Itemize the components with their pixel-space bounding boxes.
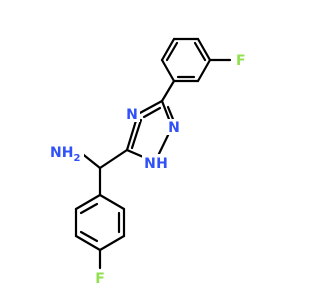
fluorophenyl-ring-top [160, 37, 232, 83]
amine-nh: NH [50, 145, 73, 161]
bond-inner [79, 202, 99, 215]
fluorophenyl-ring-bottom [74, 193, 126, 270]
bond-double [130, 118, 143, 150]
molecule-structure: N N N H NH2 F F [46, 37, 246, 287]
bond [98, 193, 126, 211]
bond-inner [193, 41, 207, 62]
bond-triazole-ch [98, 148, 129, 170]
molecule-canvas: N N N H NH2 F F [46, 37, 246, 287]
bond [160, 37, 176, 62]
bond [74, 234, 102, 252]
bond-double [142, 106, 162, 119]
atom-amine: NH2 [50, 145, 80, 164]
label-bg [166, 119, 182, 135]
label-bg [46, 143, 84, 163]
atom-fluorine-top: F [236, 53, 246, 69]
bond [160, 58, 176, 83]
bond-inner [165, 41, 179, 62]
bond-inner [79, 230, 99, 243]
bond [196, 58, 212, 83]
bond [136, 99, 164, 116]
label-bg [142, 154, 170, 172]
atom-n-h-hydrogen: H [156, 156, 168, 172]
bond [196, 37, 212, 62]
atom-fluorine-bottom: F [95, 271, 105, 287]
bond-aryl-triazole [160, 79, 176, 103]
label-bg [124, 106, 140, 122]
bond [74, 193, 102, 211]
atom-n-h-nitrogen: N [144, 156, 156, 172]
atom-n-right: N [168, 120, 180, 136]
bond [98, 234, 126, 252]
atom-n-top: N [126, 107, 138, 123]
amine-subscript: 2 [73, 153, 80, 164]
